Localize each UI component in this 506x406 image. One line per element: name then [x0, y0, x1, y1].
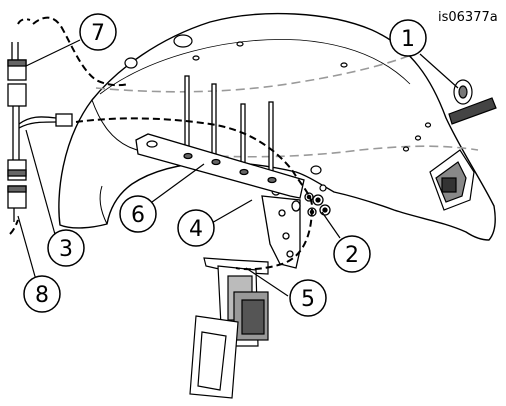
- callout-8: 8: [23, 275, 61, 313]
- callout-6: 6: [119, 195, 157, 233]
- wiring-harness-route: [9, 16, 314, 271]
- callout-3: 3: [47, 229, 85, 267]
- callout-7: 7: [79, 13, 117, 51]
- callout-5-label: 5: [301, 287, 315, 312]
- grommet-part-1: [448, 79, 497, 125]
- figure-reference-id: is06377a: [438, 10, 498, 25]
- callout-1: 1: [389, 19, 427, 57]
- license-plate-bracket-part-5: [189, 257, 269, 399]
- tail-light-housing: [429, 149, 475, 211]
- bracket-part-4: [261, 195, 301, 269]
- callout-1-label: 1: [401, 27, 415, 52]
- wiring-harness-part-3: [7, 42, 73, 222]
- callout-7-label: 7: [91, 21, 105, 46]
- callout-6-label: 6: [131, 203, 145, 228]
- callout-4-label: 4: [189, 217, 203, 242]
- mounting-bar-part-6: [135, 133, 305, 199]
- callout-2: 2: [333, 235, 371, 273]
- nuts-part-2: [304, 192, 331, 217]
- callout-4: 4: [177, 209, 215, 247]
- callout-3-label: 3: [59, 237, 73, 262]
- callout-leader-lines: [17, 39, 459, 297]
- callout-5: 5: [289, 279, 327, 317]
- callout-8-label: 8: [35, 283, 49, 308]
- callout-2-label: 2: [345, 243, 359, 268]
